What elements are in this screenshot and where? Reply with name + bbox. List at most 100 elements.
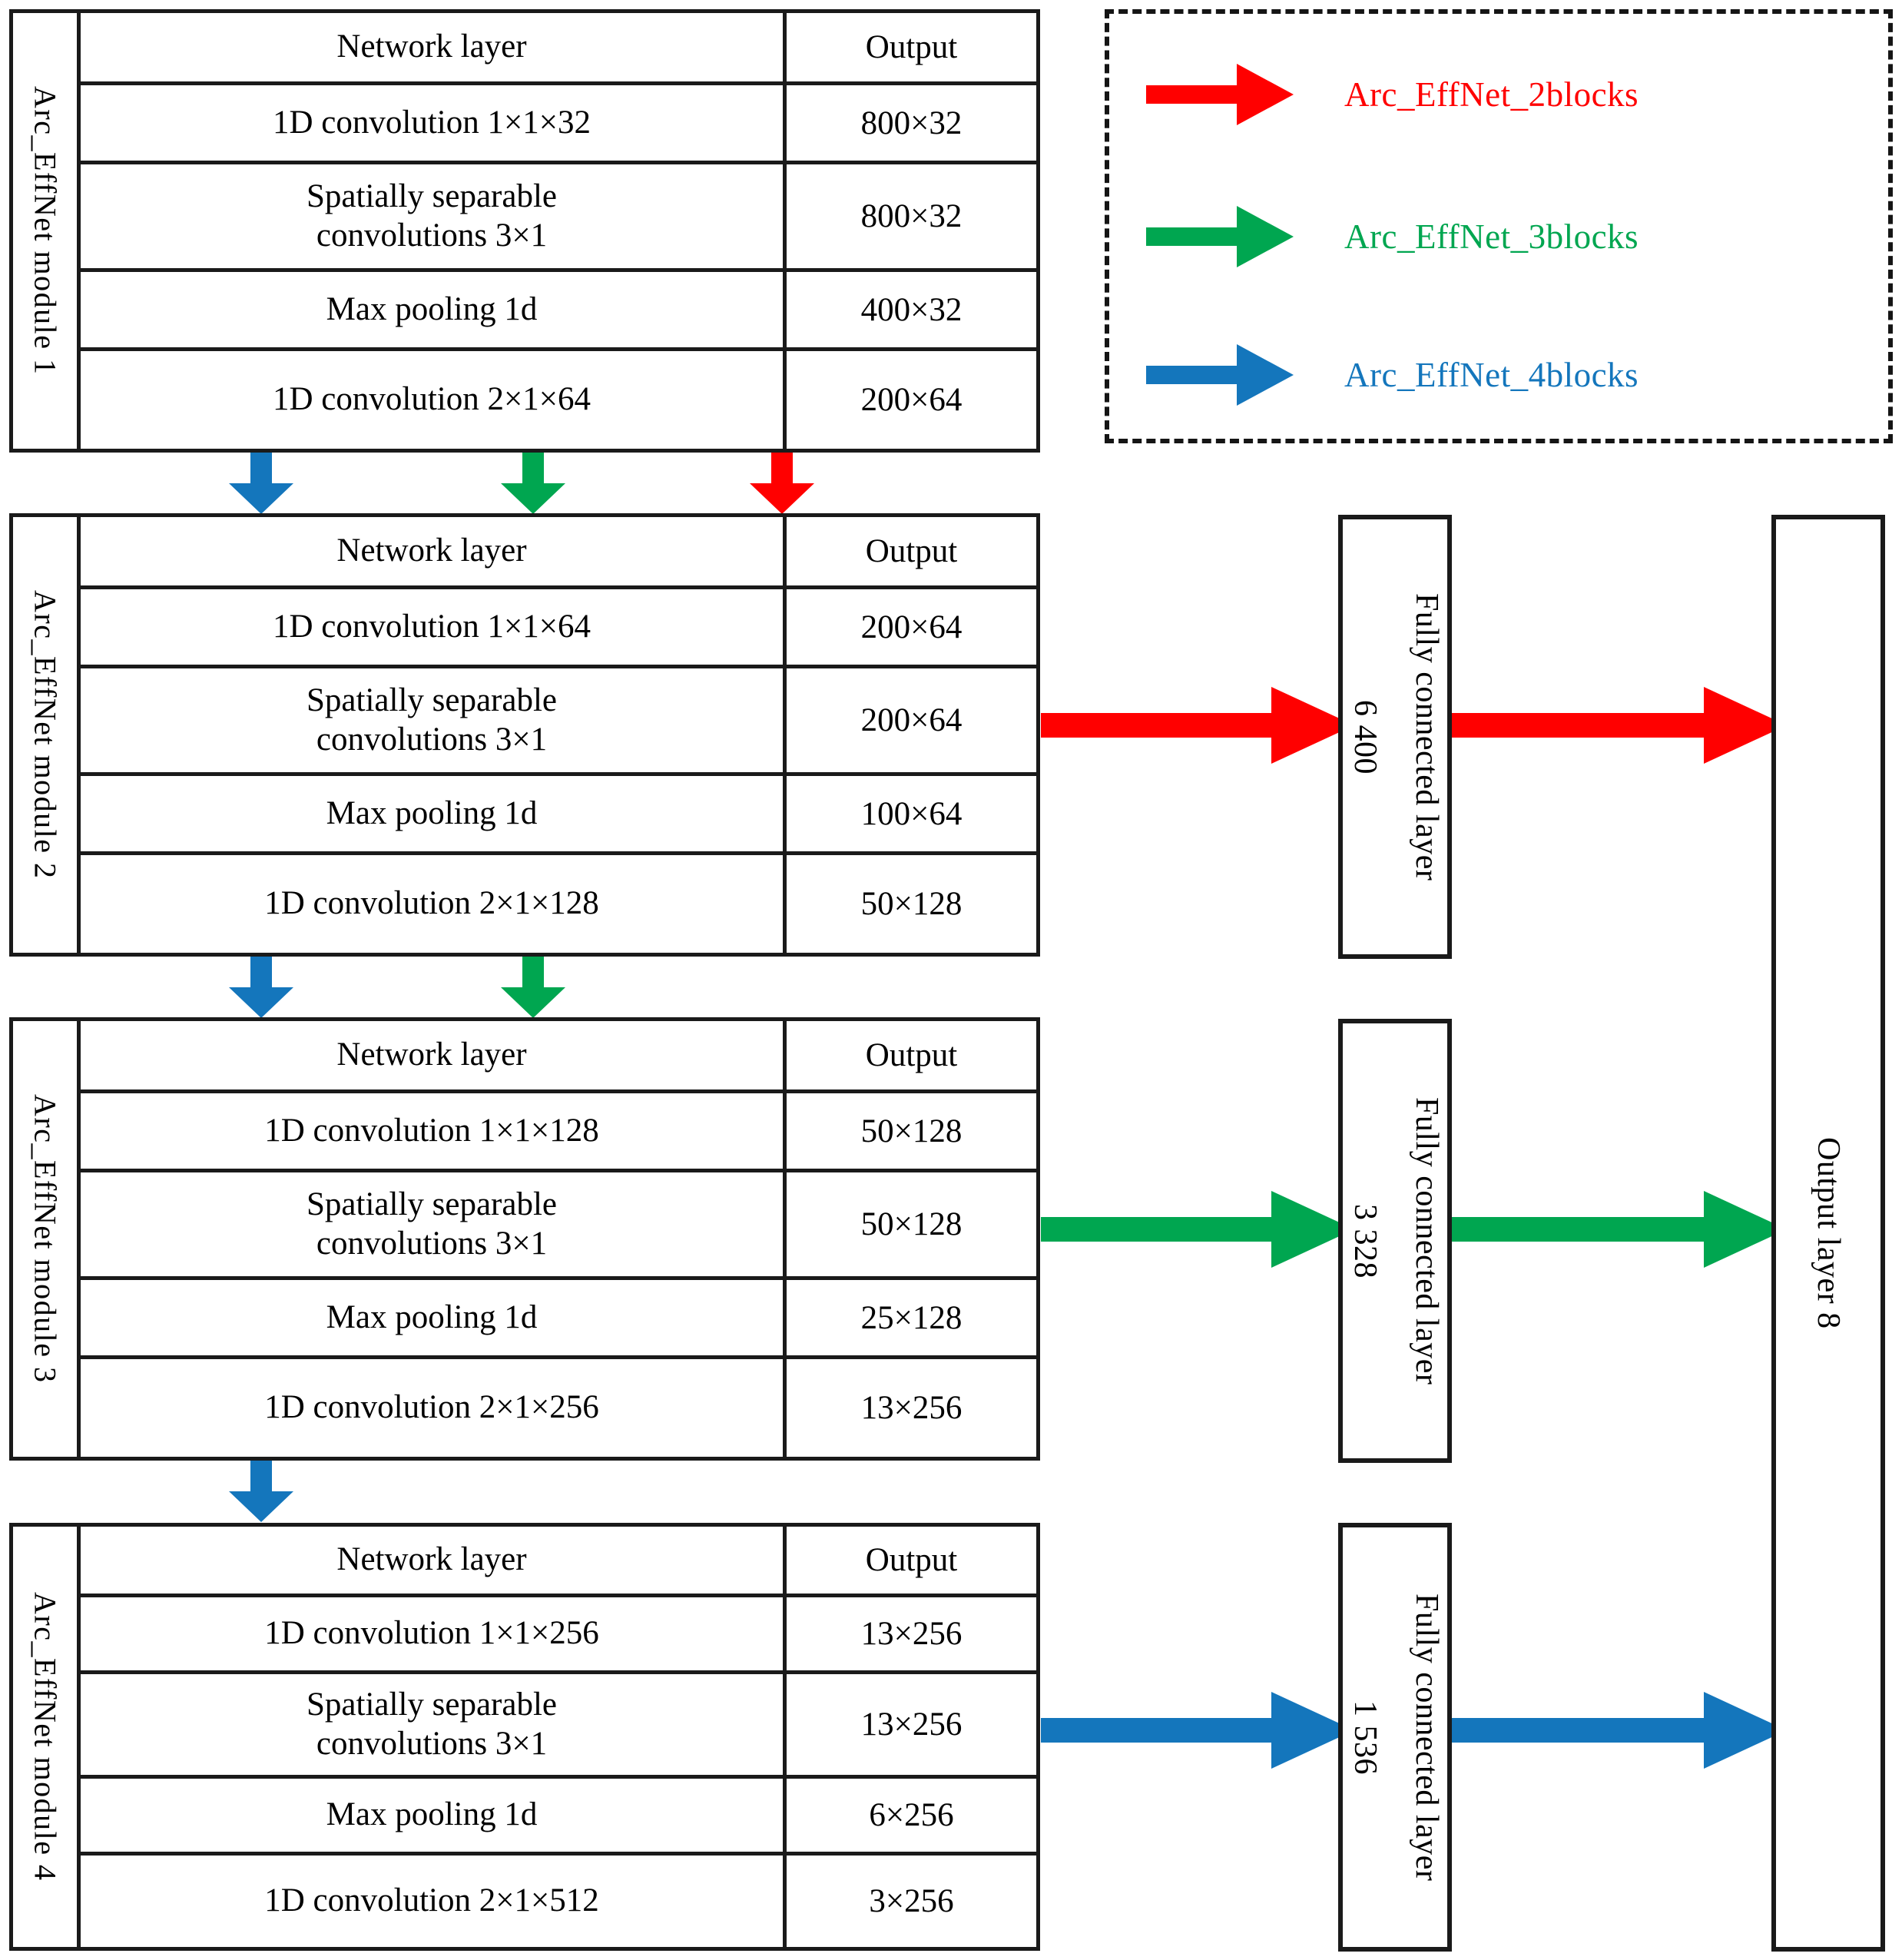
layer-output: 13×256 [860,1706,963,1743]
column-header-network-layer: Network layer [81,13,787,81]
module-1-block: Arc_EffNet module 1 Network layer Output… [9,9,1040,453]
table-header-row: Network layer Output [81,1527,1036,1597]
column-header-output: Output [865,29,958,65]
legend-item-4blocks: Arc_EffNet_4blocks [1146,337,1639,413]
column-header-network-layer: Network layer [81,1021,787,1089]
column-header-output: Output [865,533,958,569]
fully-connected-layer-6400-box: 6 400 Fully connected layer [1338,515,1452,959]
layer-output: 50×128 [860,1113,963,1149]
column-header-output: Output [865,1542,958,1578]
layer-name-line2: convolutions 3×1 [316,217,548,254]
arrow-down-3blocks-m1-m2 [501,453,565,514]
module-1-label: Arc_EffNet module 1 [13,13,81,449]
layer-name: Max pooling 1d [81,272,787,347]
column-header-output: Output [865,1037,958,1073]
layer-name: Spatially separable convolutions 3×1 [81,668,787,772]
layer-name: Spatially separable convolutions 3×1 [81,1172,787,1276]
layer-name: 1D convolution 1×1×32 [81,85,787,161]
table-header-row: Network layer Output [81,13,1036,85]
table-row: 1D convolution 2×1×64 200×64 [81,351,1036,449]
arrow-right-3blocks-m3-fc [1041,1191,1354,1268]
fc-units-1536: 1 536 [1347,1700,1383,1775]
table-row: 1D convolution 1×1×128 50×128 [81,1093,1036,1172]
output-layer-box: Output layer 8 [1771,515,1885,1952]
layer-output: 3×256 [869,1883,954,1919]
module-1-table: Network layer Output 1D convolution 1×1×… [81,13,1036,449]
table-row: Spatially separable convolutions 3×1 800… [81,164,1036,272]
module-1-label-text: Arc_EffNet module 1 [28,86,63,376]
layer-name: 1D convolution 2×1×256 [81,1359,787,1457]
table-row: 1D convolution 2×1×128 50×128 [81,855,1036,953]
fully-connected-layer-1536-box: 1 536 Fully connected layer [1338,1523,1452,1952]
arrow-down-2blocks-m1-m2 [750,453,814,514]
module-2-block: Arc_EffNet module 2 Network layer Output… [9,513,1040,957]
table-row: Max pooling 1d 6×256 [81,1779,1036,1856]
right-arrow-icon [1146,344,1294,406]
fc-name-6400: Fully connected layer [1408,592,1444,881]
table-row: 1D convolution 2×1×256 13×256 [81,1359,1036,1457]
layer-output: 200×64 [860,609,963,645]
table-row: Max pooling 1d 25×128 [81,1280,1036,1359]
legend-label: Arc_EffNet_2blocks [1344,75,1639,114]
module-2-table: Network layer Output 1D convolution 1×1×… [81,517,1036,953]
table-row: 1D convolution 1×1×32 800×32 [81,85,1036,164]
layer-output: 6×256 [869,1797,954,1833]
layer-name: Spatially separable convolutions 3×1 [81,1674,787,1775]
arrow-down-4blocks-m2-m3 [229,957,293,1018]
layer-name: 1D convolution 2×1×128 [81,855,787,953]
layer-output: 800×32 [860,198,963,234]
layer-output: 100×64 [860,795,963,832]
module-4-block: Arc_EffNet module 4 Network layer Output… [9,1523,1040,1951]
legend-item-3blocks: Arc_EffNet_3blocks [1146,198,1639,275]
layer-name: Max pooling 1d [81,776,787,851]
output-layer-label: Output layer 8 [1811,1137,1847,1329]
module-4-label: Arc_EffNet module 4 [13,1527,81,1947]
table-header-row: Network layer Output [81,517,1036,589]
legend-label: Arc_EffNet_4blocks [1344,356,1639,394]
layer-name: 1D convolution 2×1×64 [81,351,787,449]
layer-output: 800×32 [860,104,963,141]
layer-name-line1: Spatially separable [307,682,557,718]
module-3-block: Arc_EffNet module 3 Network layer Output… [9,1017,1040,1461]
column-header-network-layer: Network layer [81,1527,787,1594]
fc-units-6400: 6 400 [1347,699,1383,774]
table-header-row: Network layer Output [81,1021,1036,1093]
table-row: Spatially separable convolutions 3×1 200… [81,668,1036,776]
arrow-right-3blocks-fc-output [1452,1191,1787,1268]
table-row: 1D convolution 1×1×256 13×256 [81,1597,1036,1674]
layer-output: 400×32 [860,291,963,328]
module-2-label-text: Arc_EffNet module 2 [28,590,63,880]
right-arrow-icon [1146,206,1294,267]
layer-name: 1D convolution 2×1×512 [81,1856,787,1947]
table-row: Max pooling 1d 400×32 [81,272,1036,351]
module-3-table: Network layer Output 1D convolution 1×1×… [81,1021,1036,1457]
fc-name-1536: Fully connected layer [1408,1593,1444,1882]
module-4-table: Network layer Output 1D convolution 1×1×… [81,1527,1036,1947]
layer-name: 1D convolution 1×1×256 [81,1597,787,1670]
module-3-label: Arc_EffNet module 3 [13,1021,81,1457]
layer-output: 13×256 [860,1390,963,1426]
layer-name-line1: Spatially separable [307,1186,557,1222]
module-4-label-text: Arc_EffNet module 4 [28,1592,63,1882]
fc-units-3328: 3 328 [1347,1203,1383,1278]
layer-name-line2: convolutions 3×1 [316,1725,548,1762]
arrow-down-3blocks-m2-m3 [501,957,565,1018]
layer-output: 25×128 [860,1299,963,1336]
arrow-right-2blocks-fc-output [1452,687,1787,764]
legend-box: Arc_EffNet_2blocks Arc_EffNet_3blocks Ar… [1105,9,1893,443]
layer-output: 50×128 [860,1206,963,1242]
module-2-label: Arc_EffNet module 2 [13,517,81,953]
layer-name: Spatially separable convolutions 3×1 [81,164,787,268]
arrow-right-4blocks-m4-fc [1041,1692,1354,1769]
right-arrow-icon [1146,64,1294,125]
arrow-down-4blocks-m3-m4 [229,1461,293,1522]
fully-connected-layer-3328-box: 3 328 Fully connected layer [1338,1019,1452,1463]
layer-name-line2: convolutions 3×1 [316,1225,548,1262]
layer-output: 13×256 [860,1616,963,1652]
table-row: 1D convolution 2×1×512 3×256 [81,1856,1036,1947]
layer-name: 1D convolution 1×1×128 [81,1093,787,1169]
table-row: Max pooling 1d 100×64 [81,776,1036,855]
column-header-network-layer: Network layer [81,517,787,585]
module-3-label-text: Arc_EffNet module 3 [28,1094,63,1384]
table-row: 1D convolution 1×1×64 200×64 [81,589,1036,668]
